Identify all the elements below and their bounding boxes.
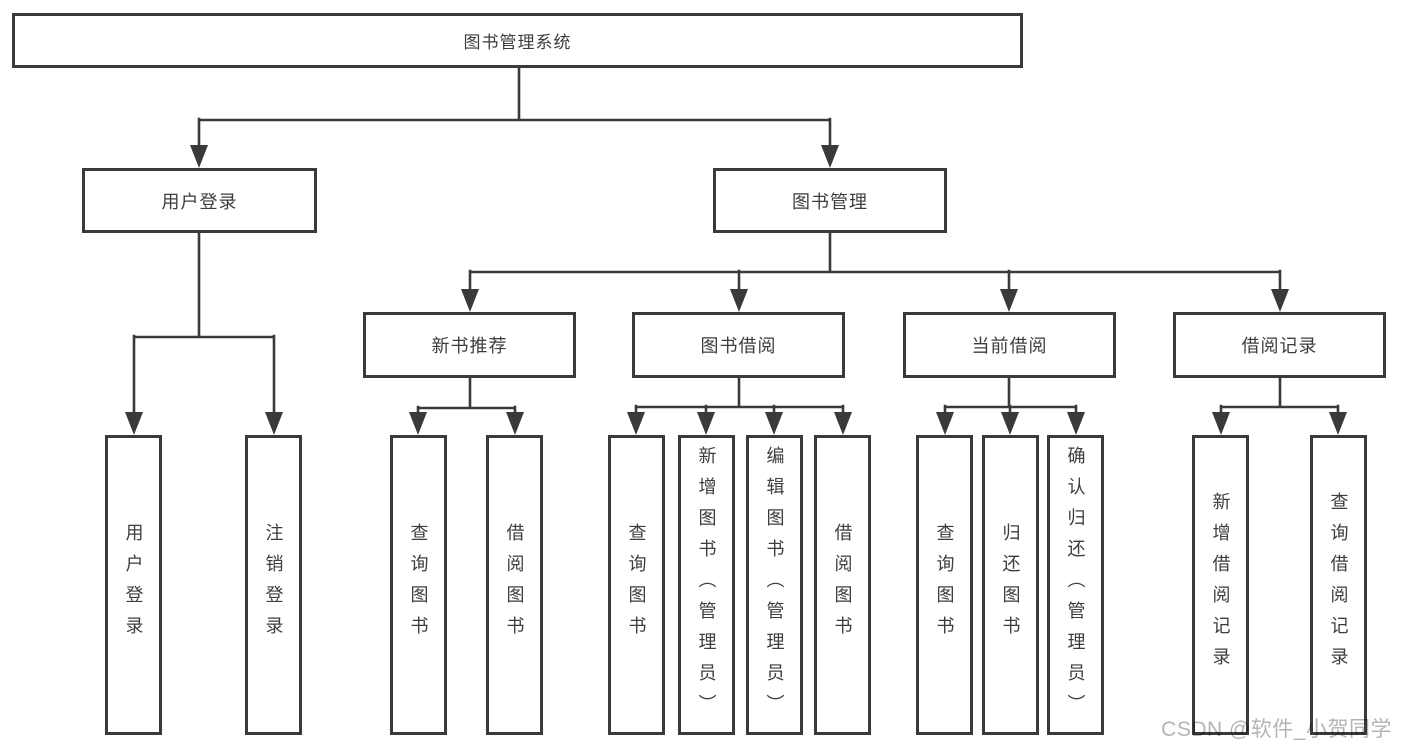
leaf-borrowing-edit-book-admin: 编辑图书（管理员）	[746, 435, 803, 735]
leaf-recommend-query-books: 查询图书	[390, 435, 447, 735]
leaf-borrowing-borrow-books: 借阅图书	[814, 435, 871, 735]
node-current-borrowing: 当前借阅	[903, 312, 1116, 378]
leaf-recommend-borrow-books: 借阅图书	[486, 435, 543, 735]
node-borrowing-records: 借阅记录	[1173, 312, 1386, 378]
leaf-current-return-books: 归还图书	[982, 435, 1039, 735]
arrowheads	[125, 145, 1347, 435]
node-user-login: 用户登录	[82, 168, 317, 233]
leaf-current-query-books: 查询图书	[916, 435, 973, 735]
leaf-current-confirm-return-admin: 确认归还（管理员）	[1047, 435, 1104, 735]
leaf-records-query-borrow-record: 查询借阅记录	[1310, 435, 1367, 735]
node-new-book-recommendation: 新书推荐	[363, 312, 576, 378]
leaf-borrowing-query-books: 查询图书	[608, 435, 665, 735]
leaf-records-add-borrow-record: 新增借阅记录	[1192, 435, 1249, 735]
csdn-watermark: CSDN @软件_小贺同学	[1161, 718, 1392, 741]
leaf-borrowing-add-book-admin: 新增图书（管理员）	[678, 435, 735, 735]
node-book-borrowing: 图书借阅	[632, 312, 845, 378]
leaf-user-login: 用户登录	[105, 435, 162, 735]
leaf-logout: 注销登录	[245, 435, 302, 735]
node-library-management-system: 图书管理系统	[12, 13, 1023, 68]
node-book-management: 图书管理	[713, 168, 947, 233]
